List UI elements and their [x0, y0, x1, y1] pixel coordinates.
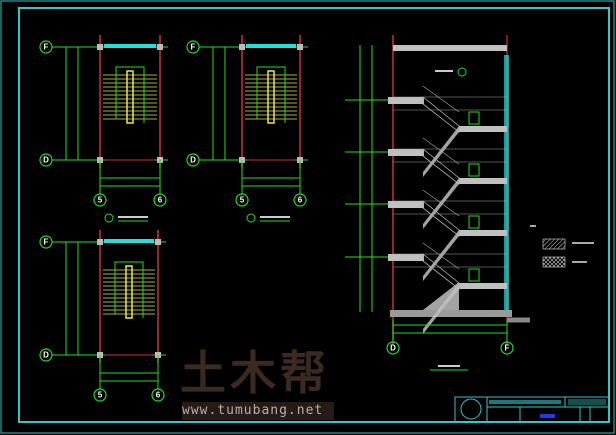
mid-landing — [459, 178, 507, 184]
column — [297, 44, 303, 50]
annotation-bubble — [457, 67, 467, 77]
axis-bubble — [386, 341, 400, 355]
axis-bubble — [151, 388, 165, 402]
level-marker — [468, 215, 480, 229]
ground-slab — [390, 310, 512, 317]
section-title — [438, 365, 460, 367]
stair-well — [125, 265, 133, 319]
axis-label: D — [190, 156, 196, 165]
legend-swatch-hatch — [542, 238, 566, 250]
axis-bubble — [39, 40, 53, 54]
legend — [530, 225, 594, 268]
column — [97, 239, 103, 245]
handrail — [256, 66, 286, 123]
title-block — [454, 396, 610, 423]
handrail — [422, 137, 460, 165]
axis-label: 5 — [98, 196, 103, 205]
axis-label: 6 — [156, 391, 161, 400]
axis-bubble — [293, 193, 307, 207]
axis-bubble — [39, 235, 53, 249]
handrail — [115, 66, 145, 123]
axis-label: 6 — [298, 196, 303, 205]
window — [104, 44, 156, 48]
column — [157, 44, 163, 50]
axis-label: D — [43, 351, 49, 360]
axis-label: D — [43, 156, 49, 165]
title-highlight — [540, 414, 555, 418]
stair-plan-3: F D 5 6 — [39, 230, 166, 402]
axis-label: F — [44, 43, 49, 52]
handrail — [422, 242, 460, 270]
axis-label: F — [44, 238, 49, 247]
level-marker — [468, 163, 480, 177]
plan-title-bubble — [246, 213, 256, 223]
plan-title — [118, 216, 148, 218]
axis-bubble — [500, 341, 514, 355]
axis-label: 5 — [98, 391, 103, 400]
stair-flight-down — [423, 178, 459, 229]
axis-bubble — [93, 388, 107, 402]
axis-bubble — [186, 40, 200, 54]
column — [155, 239, 161, 245]
axis-label: 5 — [240, 196, 245, 205]
stair-well — [267, 70, 275, 124]
inner-frame — [18, 7, 610, 423]
floor-landing — [388, 201, 424, 208]
axis-bubble — [39, 348, 53, 362]
mid-landing — [459, 230, 507, 236]
axis-bubble — [235, 193, 249, 207]
column — [97, 44, 103, 50]
handrail — [422, 189, 460, 217]
legend-swatch-cross — [542, 256, 566, 268]
stair-flight-down — [423, 126, 459, 177]
axis-label: D — [390, 344, 396, 353]
section-windows — [504, 55, 509, 315]
axis-bubble — [39, 153, 53, 167]
watermark-url: www.tumubang.net — [182, 402, 334, 420]
axis-label: 6 — [158, 196, 163, 205]
mid-landing — [459, 283, 507, 289]
roof-slab — [393, 45, 507, 51]
school-seal — [460, 398, 482, 420]
section-annotation — [435, 70, 453, 72]
plan-title — [260, 216, 290, 218]
stair-flight-first — [423, 282, 459, 310]
axis-bubble — [186, 153, 200, 167]
axis-bubble — [153, 193, 167, 207]
window — [246, 44, 296, 48]
stair-plan-2: F D 5 6 — [186, 35, 308, 223]
stair-flight-down — [423, 230, 459, 281]
axis-label: F — [505, 344, 510, 353]
column — [239, 44, 245, 50]
watermark-logo: 土木帮 — [180, 346, 330, 400]
stair-plan-1: F D 5 6 — [39, 35, 168, 223]
level-marker — [468, 111, 480, 125]
level-marker — [468, 268, 480, 282]
axis-label: F — [191, 43, 196, 52]
axis-bubble — [93, 193, 107, 207]
floor-landing — [388, 97, 424, 104]
floor-landing — [388, 149, 424, 156]
floor-landing — [388, 254, 424, 261]
plan-title-bubble — [104, 213, 114, 223]
handrail — [422, 85, 460, 113]
stair-flight-up — [422, 96, 460, 133]
handrail — [114, 261, 144, 318]
mid-landing — [459, 126, 507, 132]
stair-well — [126, 70, 134, 124]
window — [104, 239, 154, 243]
